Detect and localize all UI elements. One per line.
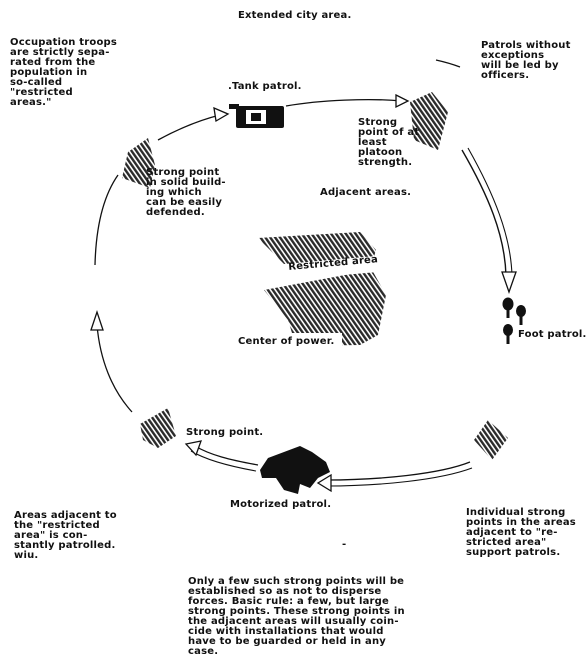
foot-patrol-icon (502, 297, 526, 344)
label-foot-patrol: Foot patrol. (518, 329, 587, 340)
truck-icon (260, 446, 330, 494)
arrow-tank-to-platoon (285, 98, 403, 107)
arrow-right-side-down (461, 149, 507, 277)
label-adjacent-areas: Adjacent areas. (320, 187, 412, 198)
arrow-left-side-upper (94, 174, 119, 266)
arrow-motorized-to-strong-point (194, 445, 259, 466)
center-of-power-shape (264, 270, 386, 346)
note-individual-strong-points: Individual strong points in the areas ad… (466, 507, 576, 558)
strong-point-marker-top-right (410, 92, 448, 150)
label-motorized-patrol: Motorized patrol. (230, 499, 332, 510)
arrow-motorized-to-strong-point-inner (190, 450, 257, 472)
arrow-right-side-down-head (501, 271, 517, 294)
diagram-title: Extended city area. (238, 10, 352, 21)
strong-point-marker-bottom-right (474, 420, 508, 460)
stray-dash-mark: - (342, 539, 347, 550)
label-strong-point-platoon: Strong point of at least platoon strengt… (358, 117, 420, 168)
arrow-motorized-to-strong-point-head (184, 440, 202, 457)
arrow-bottom-right-to-motorized (325, 461, 471, 481)
tank-icon (229, 104, 284, 128)
label-tank-patrol: .Tank patrol. (228, 81, 302, 92)
arrow-bottom-right-to-motorized-inner (325, 467, 473, 487)
arrow-building-to-tank-head (213, 106, 230, 123)
note-areas-adjacent: Areas adjacent to the "restricted area" … (14, 510, 117, 561)
strong-point-marker-bottom-left (140, 408, 176, 448)
arrow-bottom-right-to-motorized-head (316, 473, 332, 493)
note-occupation-troops: Occupation troops are strictly sepa- rat… (10, 37, 118, 108)
note-patrols-officers: Patrols without exceptions will be led b… (481, 40, 571, 81)
strong-point-marker-left (122, 138, 155, 188)
arrow-left-side-up-head (90, 309, 104, 331)
center-of-power-label-backing (236, 333, 342, 349)
arrow-top-right-arc (435, 59, 461, 68)
arrow-right-side-down-inner (467, 147, 513, 277)
label-center-of-power: Center of power. (238, 336, 335, 347)
arrow-building-to-tank (157, 114, 221, 141)
arrow-tank-to-platoon-head (395, 93, 410, 109)
arrow-left-side-up (96, 324, 133, 413)
label-strong-point: Strong point. (186, 427, 264, 438)
note-basic-rule: Only a few such strong points will be es… (188, 576, 405, 657)
label-strong-point-building: Strong point in solid build- ing which c… (146, 167, 226, 218)
restricted-area-label-backing (281, 255, 381, 281)
